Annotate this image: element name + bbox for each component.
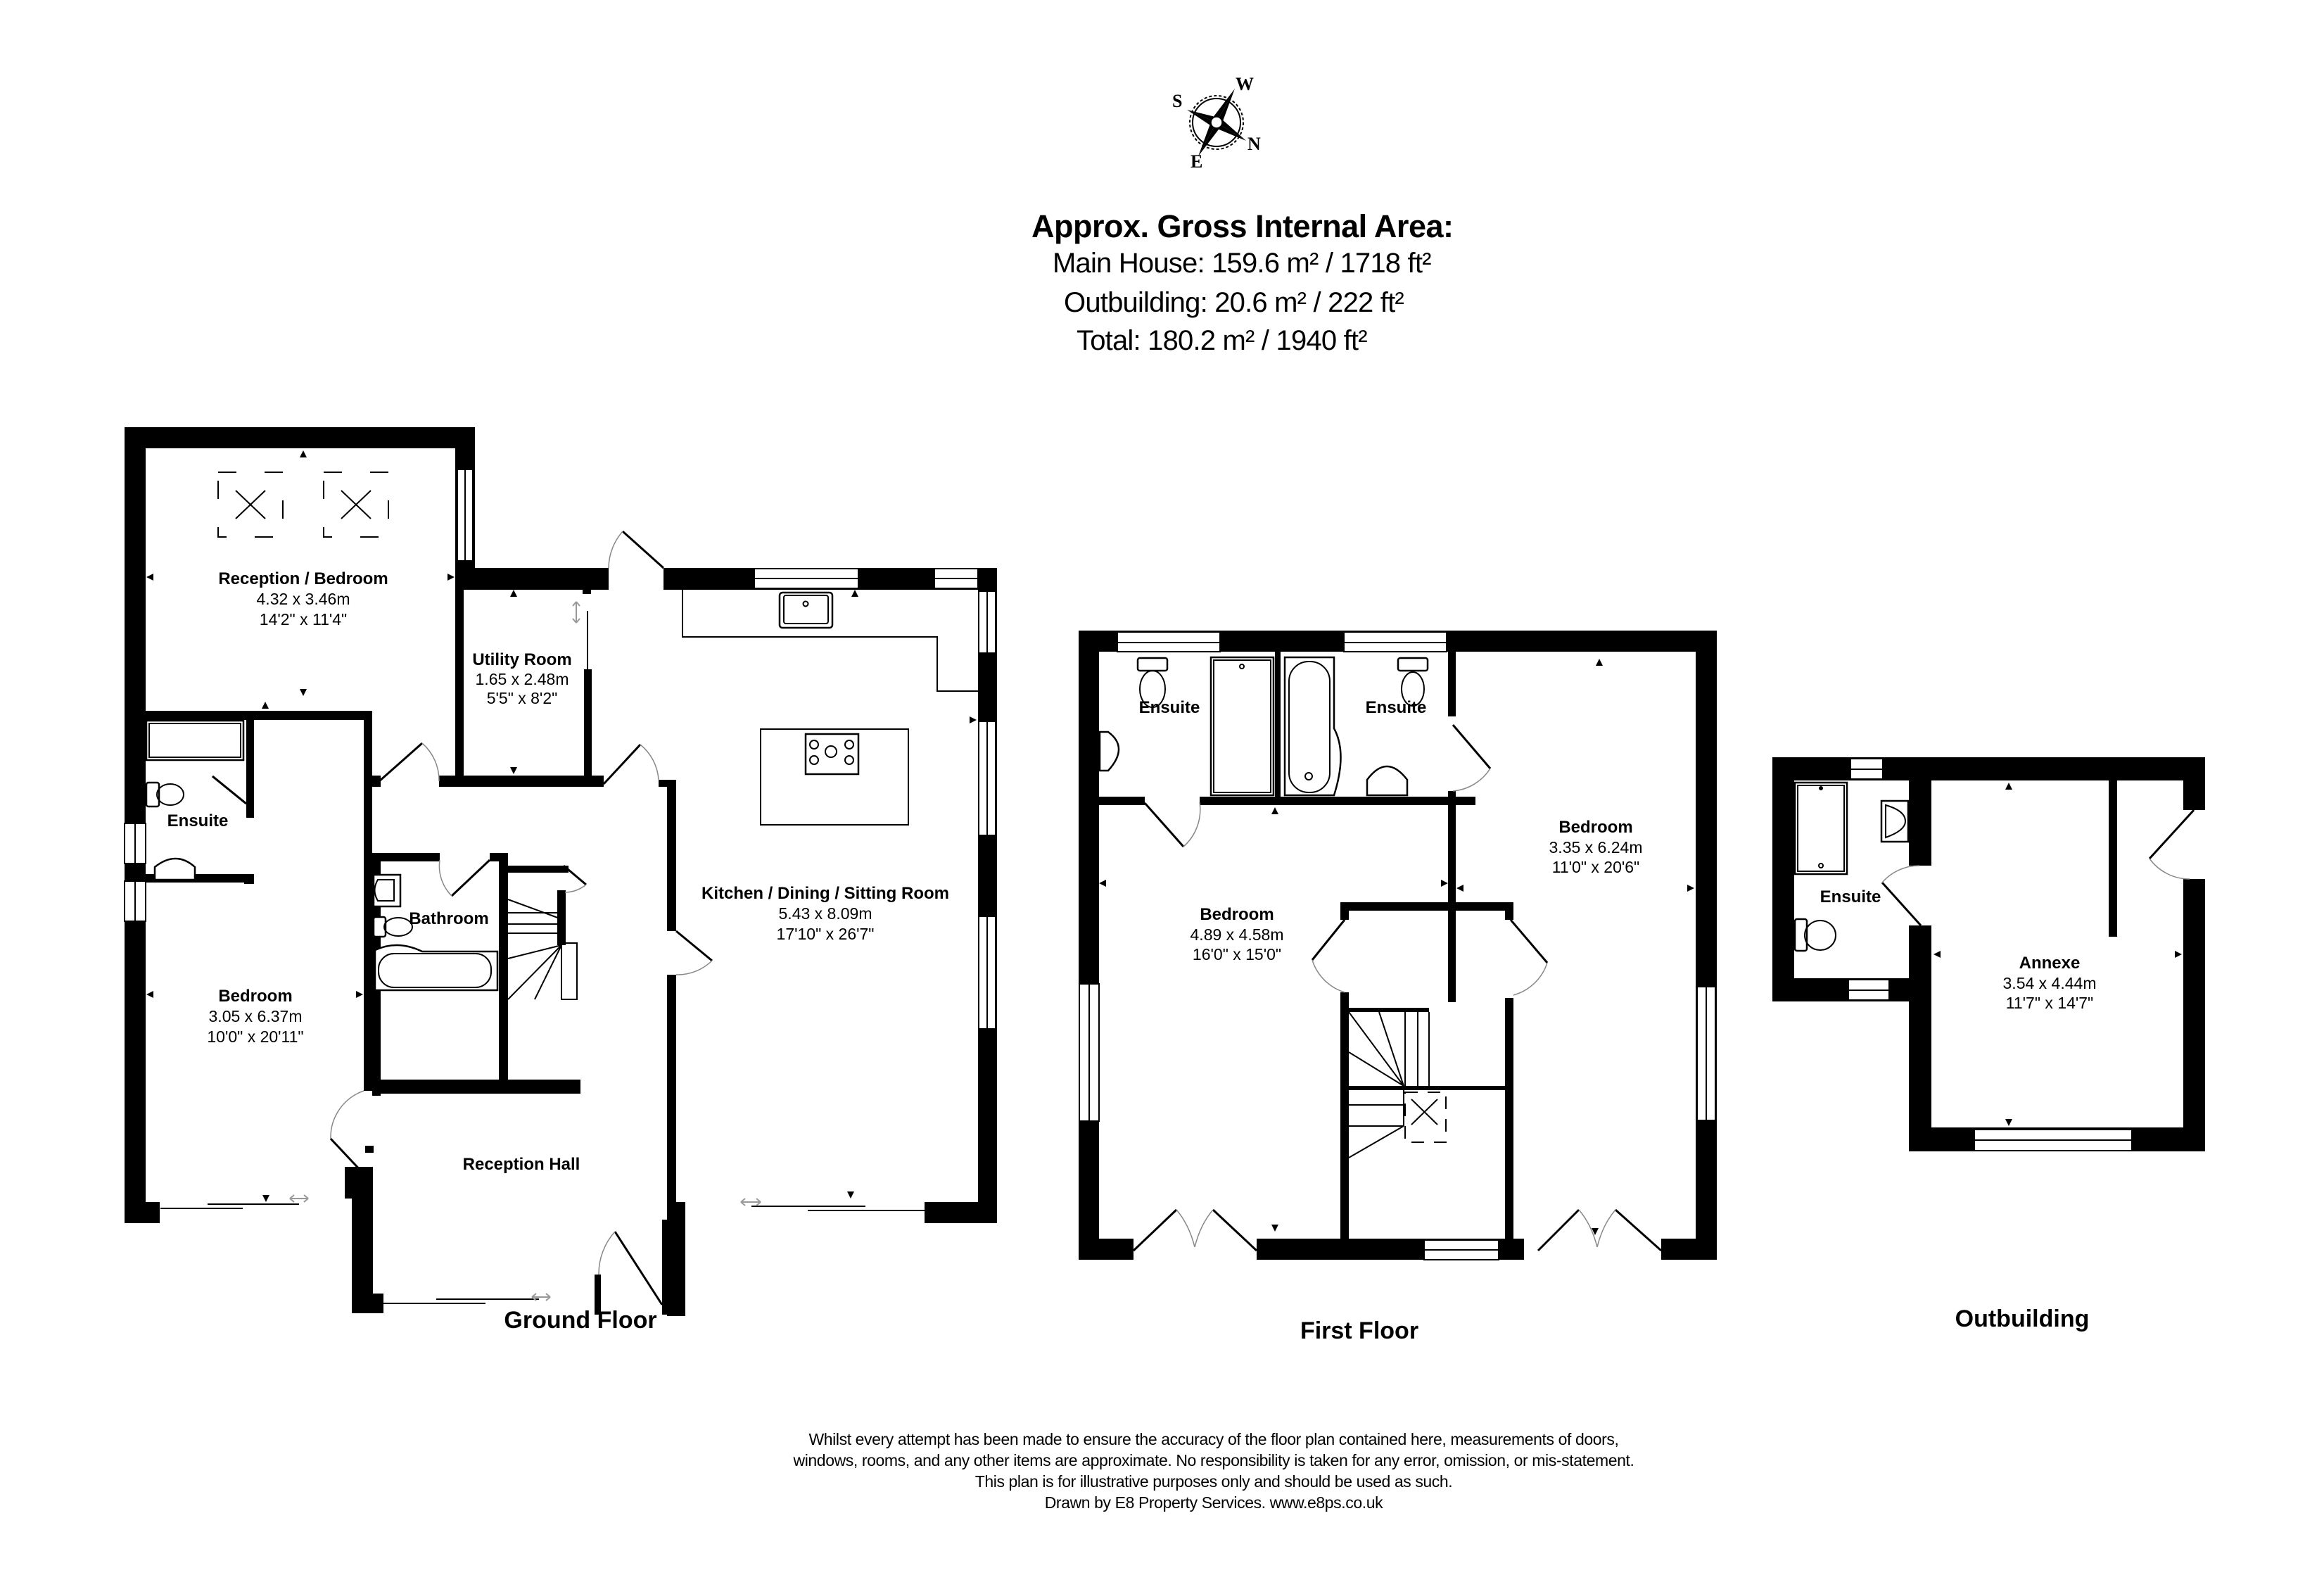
room-name-first-bedroom-left: Bedroom <box>1200 905 1274 924</box>
room-name-annexe: Annexe <box>2019 954 2081 973</box>
compass-e-label: E <box>1190 151 1202 172</box>
room-name-outbuilding-ensuite: Ensuite <box>1820 887 1881 906</box>
room-name-reception-hall: Reception Hall <box>463 1155 580 1174</box>
room-metric-ground-bedroom: 3.05 x 6.37m <box>209 1007 303 1025</box>
disclaimer: Whilst every attempt has been made to en… <box>739 1429 1689 1513</box>
room-name-kitchen: Kitchen / Dining / Sitting Room <box>701 884 949 903</box>
room-imperial-first-bedroom-right: 11'0" x 20'6" <box>1552 858 1639 876</box>
room-metric-utility: 1.65 x 2.48m <box>476 670 569 688</box>
hob-icon <box>804 733 860 776</box>
outbuilding-plan: Ensuite Annexe 3.54 x 4.44m 11'7" x 14'7… <box>1772 757 2205 1332</box>
room-name-bathroom: Bathroom <box>409 909 488 928</box>
room-imperial-first-bedroom-left: 16'0" x 15'0" <box>1193 945 1281 963</box>
floor-label-outbuilding: Outbuilding <box>1955 1305 2090 1332</box>
disclaimer-line-3: This plan is for illustrative purposes o… <box>974 1472 1453 1491</box>
room-name-ground-bedroom: Bedroom <box>218 987 292 1006</box>
room-name-first-ensuite-right: Ensuite <box>1366 698 1427 717</box>
compass-rose-icon: S W N E <box>1172 74 1261 172</box>
room-metric-kitchen: 5.43 x 8.09m <box>779 904 872 923</box>
room-name-first-ensuite-left: Ensuite <box>1139 698 1200 717</box>
floor-label-ground: Ground Floor <box>504 1307 656 1334</box>
room-metric-first-bedroom-left: 4.89 x 4.58m <box>1190 925 1284 944</box>
ground-floor-plan: Reception / Bedroom 4.32 x 3.46m 14'2" x… <box>124 427 997 1334</box>
area-title: Approx. Gross Internal Area: <box>1031 208 1454 244</box>
room-name-reception-bedroom: Reception / Bedroom <box>218 569 388 588</box>
room-imperial-ground-bedroom: 10'0" x 20'11" <box>207 1028 303 1046</box>
room-name-utility: Utility Room <box>472 650 571 669</box>
area-total: Total: 180.2 m² / 1940 ft² <box>1077 325 1368 356</box>
room-name-ground-ensuite: Ensuite <box>167 811 229 830</box>
compass-n-label: N <box>1247 134 1261 154</box>
disclaimer-line-1: Whilst every attempt has been made to en… <box>808 1430 1619 1448</box>
skylight-icon <box>217 472 284 538</box>
area-main-house: Main House: 159.6 m² / 1718 ft² <box>1053 248 1432 279</box>
floor-label-first: First Floor <box>1300 1317 1418 1344</box>
room-metric-reception-bedroom: 4.32 x 3.46m <box>257 590 350 608</box>
staircase-icon <box>1348 1008 1505 1158</box>
room-imperial-reception-bedroom: 14'2" x 11'4" <box>260 610 347 628</box>
disclaimer-line-2: windows, rooms, and any other items are … <box>793 1451 1634 1469</box>
room-imperial-annexe: 11'7" x 14'7" <box>2006 994 2093 1012</box>
staircase-icon <box>507 899 578 1000</box>
compass-w-label: W <box>1236 74 1254 94</box>
compass-s-label: S <box>1172 91 1182 111</box>
room-imperial-kitchen: 17'10" x 26'7" <box>777 925 875 943</box>
area-outbuilding: Outbuilding: 20.6 m² / 222 ft² <box>1064 287 1404 318</box>
room-metric-first-bedroom-right: 3.35 x 6.24m <box>1549 838 1643 856</box>
room-imperial-utility: 5'5" x 8'2" <box>487 689 558 707</box>
disclaimer-line-4: Drawn by E8 Property Services. www.e8ps.… <box>1044 1493 1383 1512</box>
skylight-icon <box>323 472 389 538</box>
first-floor-plan: Ensuite Ensuite Bedroom 4.89 x 4.58m 16'… <box>1079 631 1717 1344</box>
room-metric-annexe: 3.54 x 4.44m <box>2003 974 2097 992</box>
room-name-first-bedroom-right: Bedroom <box>1558 818 1632 837</box>
